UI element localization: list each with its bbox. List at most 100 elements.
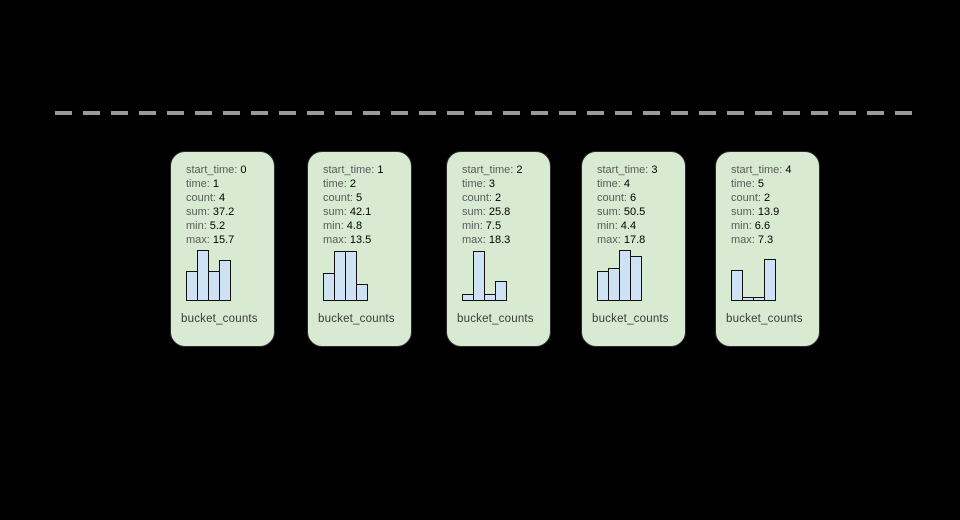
bucket-bar [345,251,357,301]
bucket-histogram [731,249,776,301]
field-row: min:4.4 [597,219,681,233]
field-row: count:2 [731,191,815,205]
field-value: 4 [785,164,792,176]
field-label: start_time: [731,164,783,176]
field-label: min: [323,220,344,232]
field-label: sum: [462,206,486,218]
field-value: 6.6 [754,220,771,232]
field-row: min:5.2 [186,219,270,233]
field-row: start_time:2 [462,163,546,177]
bucket-bar [495,281,507,301]
field-value: 18.3 [488,234,511,246]
field-label: min: [731,220,752,232]
field-row: start_time:4 [731,163,815,177]
field-value: 13.5 [349,234,372,246]
field-row: time:5 [731,177,815,191]
field-value: 4 [623,178,630,190]
field-value: 37.2 [212,206,235,218]
field-label: max: [731,234,755,246]
field-label: count: [731,192,761,204]
field-value: 3 [488,178,495,190]
field-value: 4 [218,192,226,204]
field-label: count: [186,192,216,204]
field-value: 0 [240,164,247,176]
field-row: sum:25.8 [462,205,546,219]
field-label: sum: [186,206,210,218]
bucket-counts-label: bucket_counts [457,313,534,325]
field-value: 6 [629,192,637,204]
field-value: 15.7 [212,234,235,246]
field-label: time: [731,178,755,190]
field-row: time:2 [323,177,407,191]
field-label: start_time: [186,164,238,176]
field-label: max: [186,234,210,246]
bucket-bar [764,259,776,301]
field-value: 1 [377,164,384,176]
field-row: max:15.7 [186,233,270,247]
field-row: count:5 [323,191,407,205]
field-value: 2 [763,192,771,204]
field-label: max: [462,234,486,246]
field-label: sum: [731,206,755,218]
field-row: sum:13.9 [731,205,815,219]
field-row: count:2 [462,191,546,205]
field-label: min: [186,220,207,232]
bucket-bar [473,251,485,301]
bucket-counts-label: bucket_counts [592,313,669,325]
field-label: time: [323,178,347,190]
bucket-histogram [186,249,231,301]
field-value: 42.1 [349,206,372,218]
field-label: count: [597,192,627,204]
bucket-bar [731,270,743,301]
bucket-histogram [597,249,642,301]
field-label: start_time: [597,164,649,176]
field-label: min: [462,220,483,232]
field-row: count:4 [186,191,270,205]
bucket-bar [630,256,642,301]
field-row: sum:42.1 [323,205,407,219]
field-label: count: [323,192,353,204]
field-row: count:6 [597,191,681,205]
field-row: sum:37.2 [186,205,270,219]
field-value: 17.8 [623,234,646,246]
field-row: start_time:0 [186,163,270,177]
field-label: time: [462,178,486,190]
field-value: 5 [355,192,363,204]
field-value: 5.2 [209,220,226,232]
field-label: sum: [597,206,621,218]
field-value: 7.3 [757,234,774,246]
timeline-dashed-line [55,111,913,115]
field-value: 13.9 [757,206,780,218]
field-row: min:6.6 [731,219,815,233]
field-row: time:4 [597,177,681,191]
field-label: start_time: [323,164,375,176]
bucket-histogram [323,249,368,301]
bucket-counts-label: bucket_counts [181,313,258,325]
field-row: min:4.8 [323,219,407,233]
bucket-histogram [462,249,507,301]
field-label: max: [597,234,621,246]
field-row: min:7.5 [462,219,546,233]
field-row: max:7.3 [731,233,815,247]
field-value: 2 [494,192,502,204]
field-label: sum: [323,206,347,218]
field-value: 2 [516,164,523,176]
field-row: sum:50.5 [597,205,681,219]
field-label: count: [462,192,492,204]
field-value: 4.8 [346,220,363,232]
field-value: 3 [651,164,658,176]
bucket-counts-label: bucket_counts [726,313,803,325]
field-value: 1 [212,178,219,190]
bucket-bar [356,284,368,301]
field-label: min: [597,220,618,232]
field-label: time: [186,178,210,190]
